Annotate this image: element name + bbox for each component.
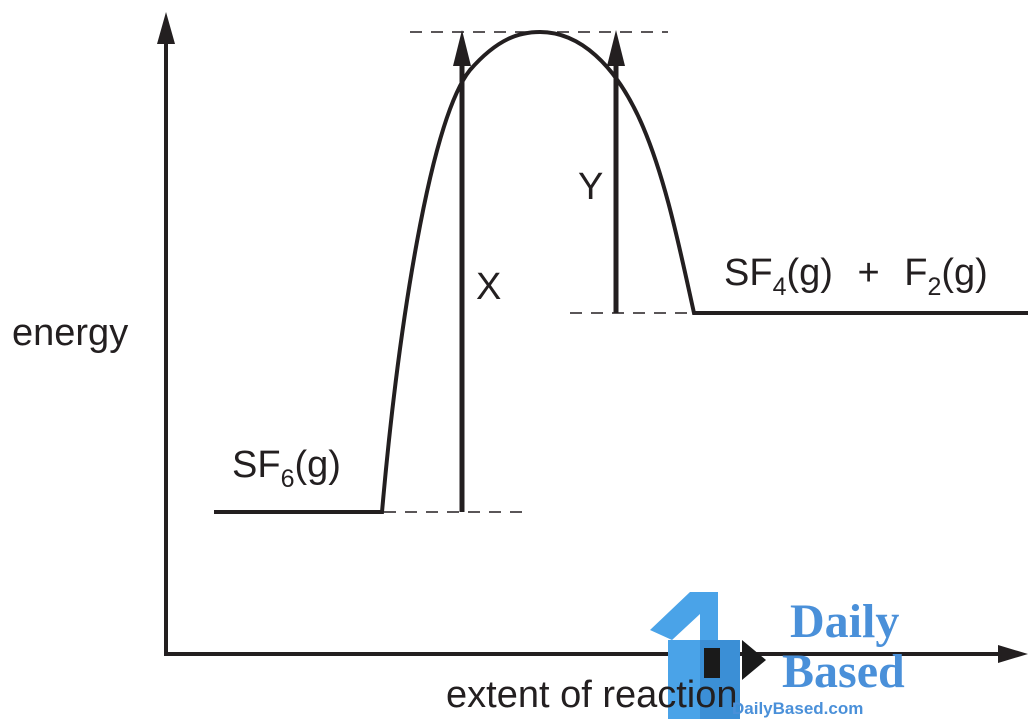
product-a-suffix: (g): [786, 252, 833, 294]
product-a-subscript: 4: [772, 273, 787, 301]
x-arrowhead: [453, 30, 471, 66]
watermark-daily: Daily: [790, 595, 900, 648]
y-axis-label: energy: [12, 312, 129, 354]
reactant-subscript: 6: [280, 465, 295, 493]
product-b-suffix: (g): [941, 252, 988, 294]
watermark-based: Based: [782, 645, 905, 698]
plus-sign: +: [857, 252, 880, 294]
product-b-prefix: F: [904, 252, 928, 294]
arrow-x-label: X: [476, 266, 502, 308]
reaction-pathway-curve: [214, 29, 1028, 514]
reactant-label: SF6(g): [232, 444, 341, 492]
watermark-url: DailyBased.com: [732, 699, 864, 718]
product-a-prefix: SF: [724, 252, 773, 294]
products-label: SF4(g) + F2(g): [724, 252, 988, 300]
product-b-subscript: 2: [927, 273, 942, 301]
reactant-suffix: (g): [294, 444, 341, 486]
y-arrowhead: [607, 30, 625, 66]
y-axis-arrowhead: [157, 12, 175, 44]
x-axis-arrowhead: [998, 645, 1028, 663]
x-axis-label: extent of reaction: [446, 674, 738, 716]
arrow-y-label: Y: [578, 166, 604, 208]
dailybased-logo-icon: [650, 592, 766, 719]
reactant-prefix: SF: [232, 444, 281, 486]
